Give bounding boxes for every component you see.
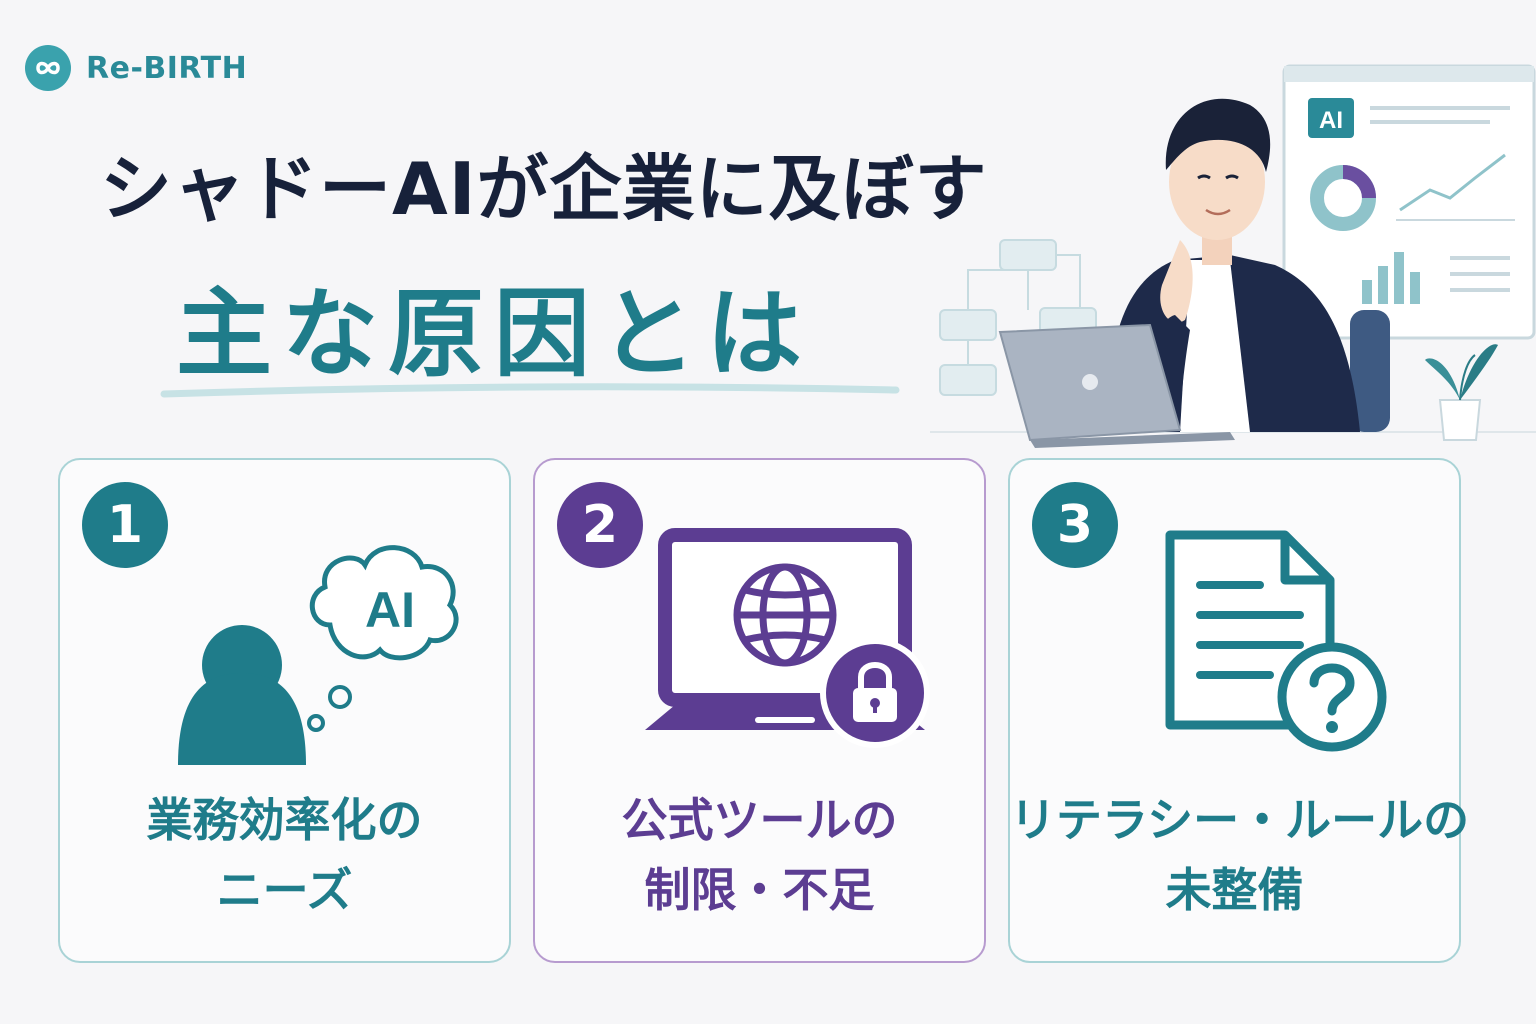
screen-ai-label: AI xyxy=(1319,107,1343,134)
dashboard-screen: AI xyxy=(1282,64,1536,340)
businessman-illustration xyxy=(1109,98,1360,432)
plant-icon xyxy=(1425,344,1498,441)
page-title: シャドーAIが企業に及ぼす xyxy=(100,147,988,231)
brand-name: Re-BIRTH xyxy=(86,50,248,86)
card-number-badge: 2 xyxy=(557,482,643,568)
brand-logo: Re-BIRTH xyxy=(24,44,247,92)
card-label-line2: 制限・不足 xyxy=(644,863,875,917)
card-label: 公式ツールの 制限・不足 xyxy=(535,785,984,925)
card-number-badge: 1 xyxy=(82,482,168,568)
laptop-icon xyxy=(998,323,1235,448)
lock-icon xyxy=(820,638,930,748)
card-label: リテラシー・ルールの 未整備 xyxy=(1010,785,1470,925)
infinity-logo-icon xyxy=(25,45,71,91)
card-label-line2: 未整備 xyxy=(1165,863,1304,917)
bar-chart-icon xyxy=(1362,252,1420,304)
line-chart-icon xyxy=(1399,153,1506,212)
card-label-line2: ニーズ xyxy=(216,863,353,917)
ai-thought-label: AI xyxy=(365,582,415,638)
page-title-highlight: 主な原因とは xyxy=(176,278,812,390)
document-question-icon xyxy=(1165,530,1387,752)
laptop-globe-lock-icon xyxy=(645,528,930,748)
card-number-badge: 3 xyxy=(1032,482,1118,568)
person-thinking-ai-icon: AI xyxy=(178,545,459,765)
question-icon xyxy=(1277,642,1387,752)
cause-card-2: 2 公式ツールの 制限・不足 xyxy=(533,458,986,963)
card-label-line1: リテラシー・ルールの xyxy=(1010,793,1470,847)
card-label-line1: 業務効率化の xyxy=(146,793,423,847)
card-label-line1: 公式ツールの xyxy=(621,793,898,847)
hero-illustration: AI xyxy=(930,64,1536,448)
globe-icon xyxy=(733,563,837,667)
cause-card-1: 1 AI 業務効率化の ニーズ xyxy=(58,458,511,963)
card-label: 業務効率化の ニーズ xyxy=(60,785,509,925)
title-underline xyxy=(160,383,900,398)
cause-card-3: 3 リテラシー・ルールの 未整備 xyxy=(1008,458,1470,963)
